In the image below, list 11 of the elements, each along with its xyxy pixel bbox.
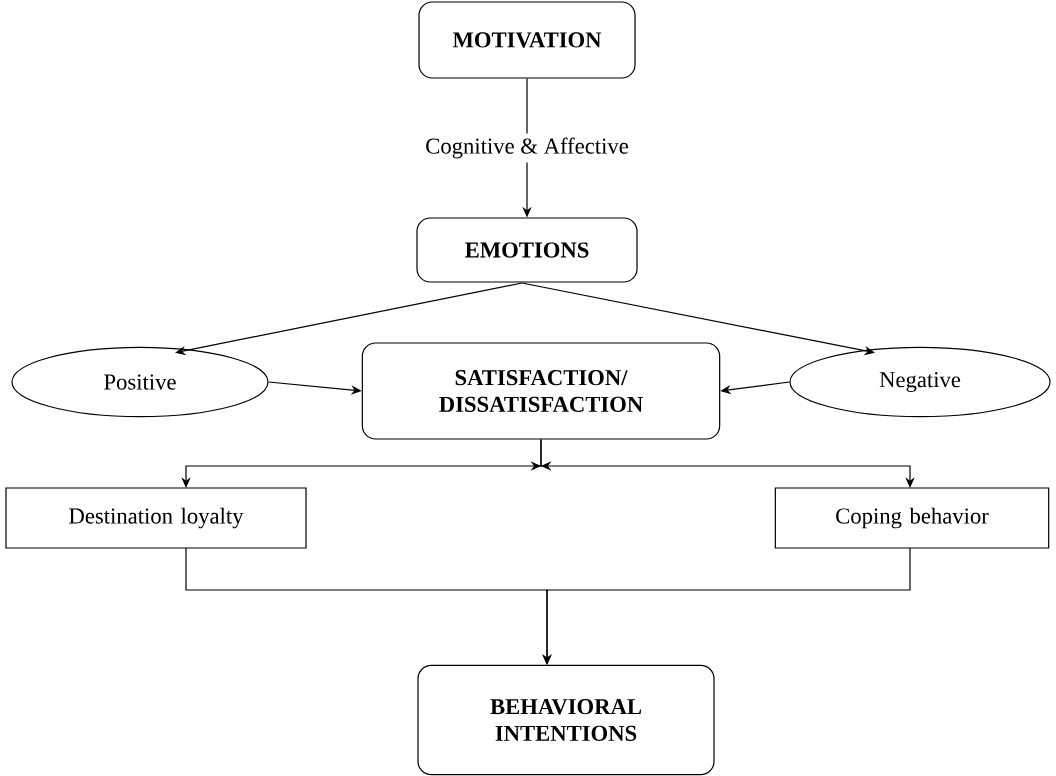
edge-label: Cognitive & Affective [421, 133, 633, 163]
process-box: EMOTIONS [416, 217, 638, 283]
oval-node: Negative [789, 346, 1051, 418]
oval-node: Positive [11, 346, 269, 418]
outcome-box: Destination loyalty [5, 487, 307, 549]
process-box: MOTIVATION [418, 1, 636, 79]
process-box: BEHAVIORAL INTENTIONS [417, 664, 715, 776]
connector-arrow [175, 282, 523, 356]
connector-arrow [530, 439, 915, 488]
outcome-box: Coping behavior [774, 487, 1050, 549]
process-box: SATISFACTION/ DISSATISFACTION [361, 342, 721, 440]
